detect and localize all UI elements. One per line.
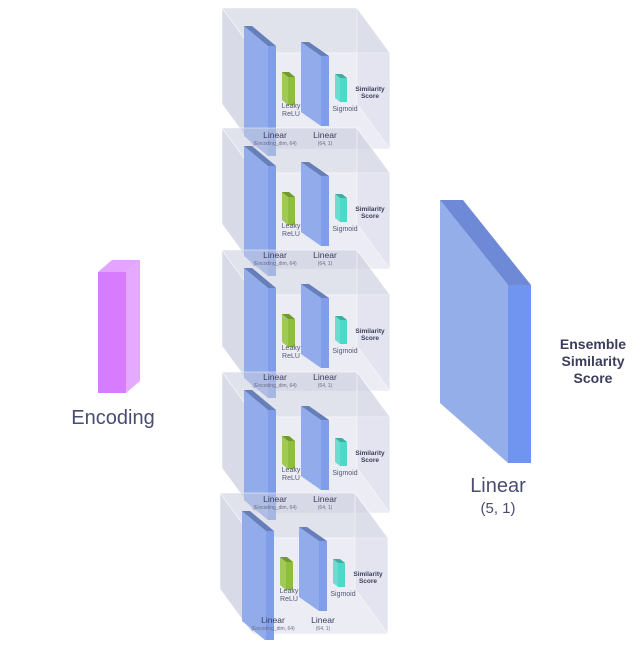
ensemble-similarity-score-label: Ensemble Similarity Score — [543, 336, 640, 387]
linear-2-dims: (64, 1) — [317, 505, 333, 511]
ensemble-label-line: Score — [573, 370, 613, 386]
leaky-relu-label: Leaky — [281, 223, 301, 230]
leaky-relu-layer — [282, 314, 295, 347]
sigmoid-layer — [335, 438, 347, 466]
sigmoid-label: Sigmoid — [332, 106, 358, 113]
ensemble-linear-layer — [440, 200, 531, 463]
linear-1-label: Linear — [263, 372, 287, 382]
leaky-relu-label: ReLU — [282, 111, 300, 118]
encoding-label: Encoding — [71, 407, 155, 429]
linear-2-dims: (64, 1) — [317, 383, 333, 389]
similarity-score-label: Similarity — [353, 571, 383, 578]
sigmoid-layer — [335, 74, 347, 102]
linear-2-label: Linear — [313, 130, 337, 140]
linear-1-dims: (Encoding_dim, 64) — [253, 383, 297, 389]
linear-layer-1 — [242, 511, 274, 641]
linear-2-label: Linear — [313, 372, 337, 382]
sigmoid-label: Sigmoid — [332, 470, 358, 477]
leaky-relu-layer — [282, 436, 295, 469]
linear-layer-2 — [301, 162, 329, 246]
linear-layer-2 — [299, 527, 327, 611]
linear-1-label: Linear — [263, 494, 287, 504]
ensemble-linear-label: Linear — [470, 475, 526, 497]
linear-1-dims: (Encoding_dim, 64) — [253, 261, 297, 267]
sigmoid-layer — [333, 559, 345, 587]
linear-layer-1 — [244, 268, 276, 398]
leaky-relu-label: ReLU — [282, 231, 300, 238]
leaky-relu-label: Leaky — [281, 467, 301, 474]
linear-layer-2 — [301, 284, 329, 368]
similarity-score-label: Score — [360, 457, 380, 464]
linear-1-label: Linear — [263, 130, 287, 140]
linear-layer-2 — [301, 406, 329, 490]
linear-1-label: Linear — [261, 615, 285, 625]
sigmoid-layer — [335, 194, 347, 222]
leaky-relu-layer — [280, 557, 293, 590]
linear-2-dims: (64, 1) — [317, 141, 333, 147]
linear-2-dims: (64, 1) — [315, 626, 331, 632]
similarity-score-label: Score — [358, 578, 378, 585]
ensemble-label-line: Similarity — [561, 353, 625, 369]
linear-2-label: Linear — [313, 250, 337, 260]
linear-1-label: Linear — [263, 250, 287, 260]
linear-layer-1 — [244, 390, 276, 520]
leaky-relu-label: ReLU — [280, 596, 298, 603]
leaky-relu-label: Leaky — [281, 345, 301, 352]
linear-layer-2 — [301, 42, 329, 126]
linear-2-dims: (64, 1) — [317, 261, 333, 267]
sigmoid-label: Sigmoid — [332, 226, 358, 233]
ensemble-label-line: Ensemble — [559, 336, 627, 352]
leaky-relu-label: Leaky — [279, 588, 299, 595]
similarity-score-label: Similarity — [355, 450, 385, 457]
similarity-score-label: Score — [360, 335, 380, 342]
linear-1-dims: (Encoding_dim, 64) — [253, 505, 297, 511]
similarity-score-label: Score — [360, 93, 380, 100]
linear-2-label: Linear — [313, 494, 337, 504]
leaky-relu-label: Leaky — [281, 103, 301, 110]
similarity-score-label: Similarity — [355, 86, 385, 93]
sigmoid-layer — [335, 316, 347, 344]
similarity-score-label: Score — [360, 213, 380, 220]
encoding-block — [98, 260, 140, 393]
linear-1-dims: (Encoding_dim, 64) — [251, 626, 295, 632]
similarity-score-label: Similarity — [355, 328, 385, 335]
ensemble-linear-dims: (5, 1) — [480, 500, 516, 517]
leaky-relu-label: ReLU — [282, 475, 300, 482]
sigmoid-label: Sigmoid — [332, 348, 358, 355]
linear-2-label: Linear — [311, 615, 335, 625]
leaky-relu-layer — [282, 72, 295, 105]
linear-1-dims: (Encoding_dim, 64) — [253, 141, 297, 147]
leaky-relu-label: ReLU — [282, 353, 300, 360]
similarity-score-label: Similarity — [355, 206, 385, 213]
sigmoid-label: Sigmoid — [330, 591, 356, 598]
leaky-relu-layer — [282, 192, 295, 225]
linear-layer-1 — [244, 146, 276, 276]
